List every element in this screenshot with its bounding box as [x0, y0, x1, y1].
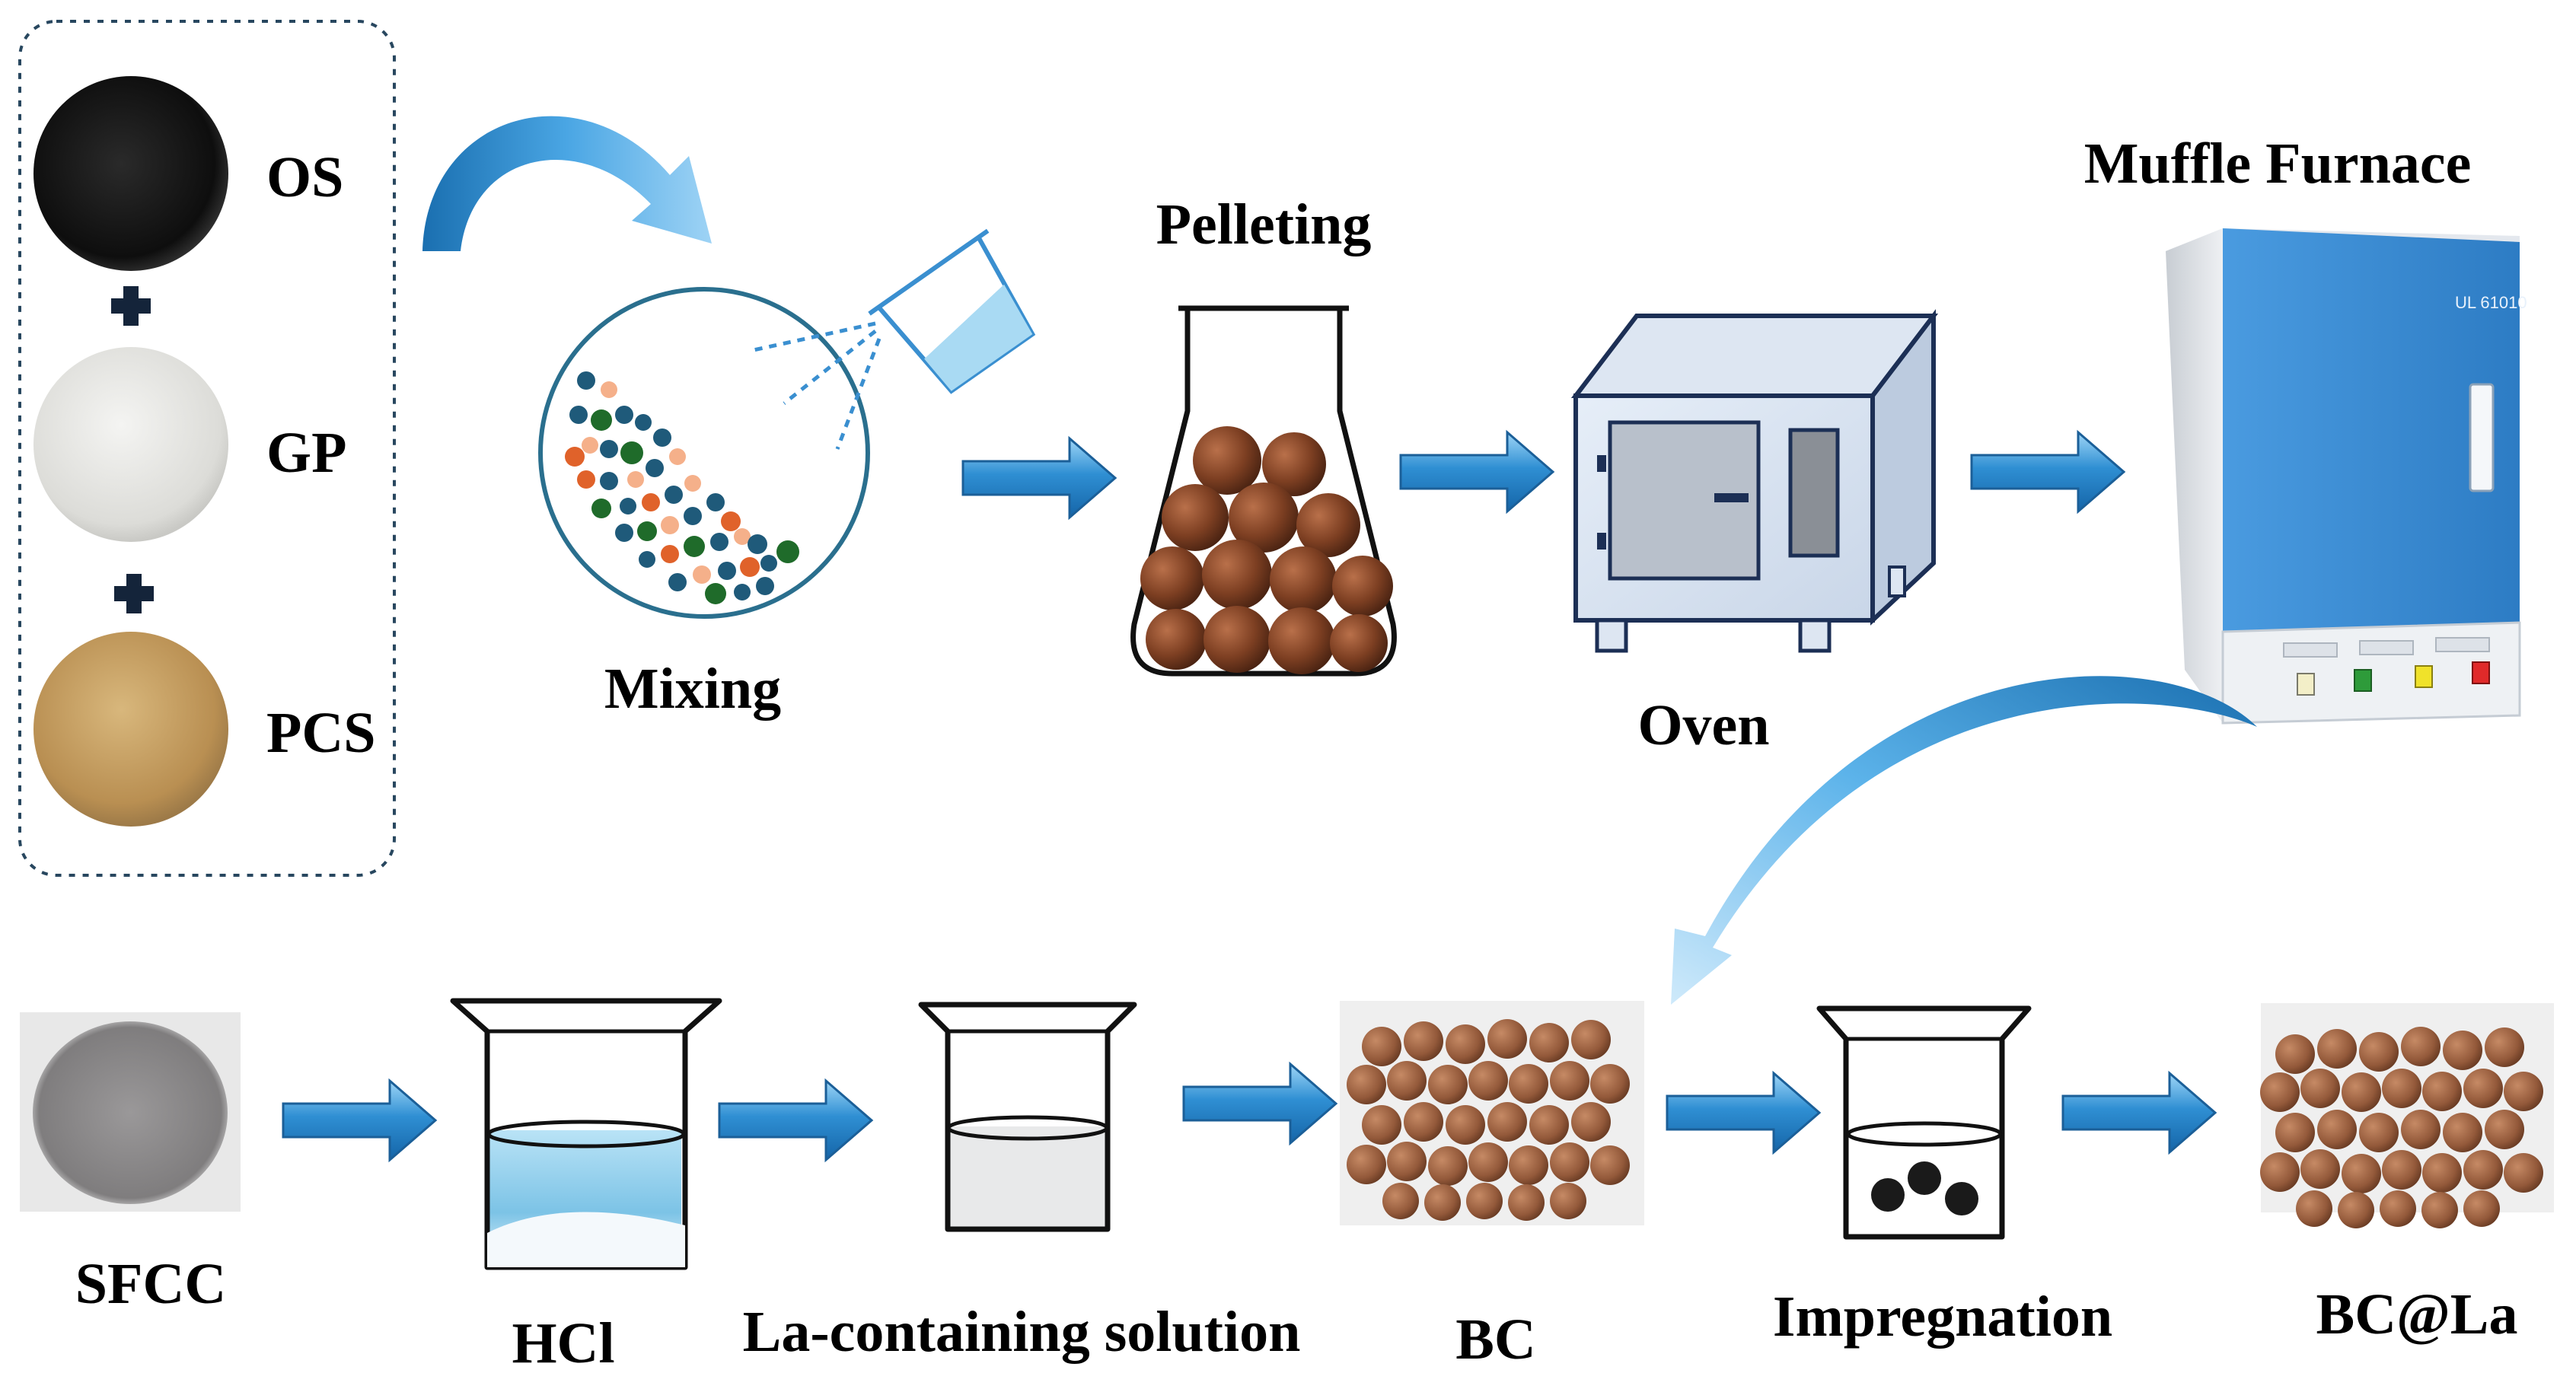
os-powder-image: [33, 76, 228, 271]
right-arrow-icon: [1182, 1062, 1337, 1145]
gp-label: GP: [266, 421, 347, 485]
furnace-icon: UL 61010: [2166, 228, 2527, 725]
right-arrow-icon: [1970, 431, 2125, 513]
spray-lines: [753, 321, 882, 450]
plus-icon: [114, 574, 154, 613]
pelleting-label: Pelleting: [1156, 193, 1372, 256]
sfcc-powder-image: [33, 1021, 228, 1204]
mixing-label: Mixing: [604, 657, 781, 721]
impregnation-beaker-icon: [1816, 1005, 2032, 1240]
flask-icon: [1130, 305, 1397, 677]
bc-la-pellets-photo: [2260, 1003, 2554, 1228]
pcs-powder-image: [33, 632, 228, 827]
pouring-beaker-icon: [868, 228, 1036, 394]
la-solution-beaker-icon: [918, 1002, 1137, 1232]
right-arrow-icon: [2061, 1072, 2217, 1154]
mixing-particles: [565, 371, 799, 604]
bc-label: BC: [1455, 1308, 1536, 1371]
curved-arrow-icon: [1671, 676, 2257, 1005]
right-arrow-icon: [1666, 1072, 1821, 1154]
oven-icon: [1570, 309, 1939, 653]
pcs-label: PCS: [266, 701, 376, 765]
oven-label: Oven: [1637, 693, 1769, 757]
right-arrow-icon: [282, 1079, 437, 1161]
furnace-plate-text: UL 61010: [2455, 293, 2527, 312]
hcl-beaker-icon: [450, 998, 722, 1270]
la-solution-label: La-containing solution: [743, 1300, 1301, 1364]
sfcc-label: SFCC: [75, 1252, 226, 1316]
mixing-vessel: [538, 228, 1036, 619]
plus-icon: [111, 286, 151, 326]
curved-arrow-icon: [422, 116, 712, 251]
bc-pellets-photo: [1340, 1001, 1644, 1225]
os-label: OS: [266, 145, 343, 209]
pellet-pile: [1140, 426, 1393, 674]
gp-powder-image: [33, 347, 228, 542]
hcl-label: HCl: [512, 1311, 614, 1375]
right-arrow-icon: [961, 437, 1117, 519]
impregnation-label: Impregnation: [1773, 1285, 2112, 1349]
muffle-furnace-label: Muffle Furnace: [2084, 132, 2472, 196]
bc-la-label: BC@La: [2316, 1282, 2518, 1346]
right-arrow-icon: [1399, 431, 1554, 513]
right-arrow-icon: [718, 1079, 873, 1161]
raw-materials-box: [18, 20, 396, 877]
